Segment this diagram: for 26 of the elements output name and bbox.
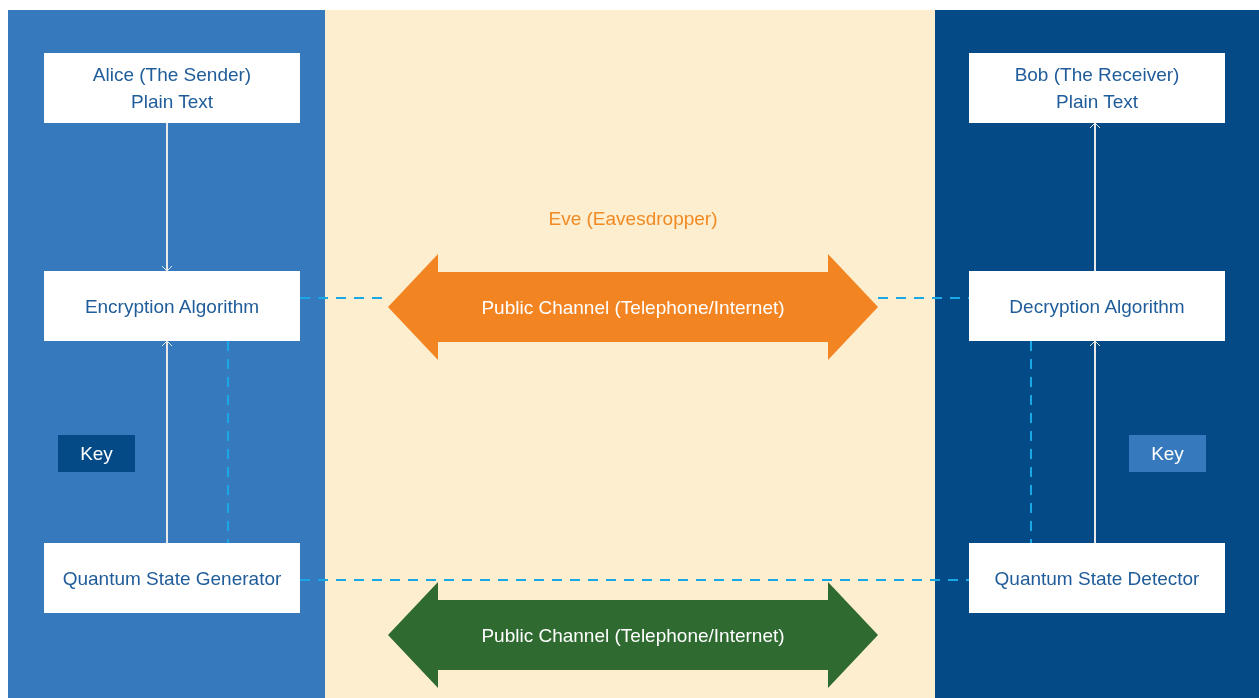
- channel-label: Public Channel (Telephone/Internet): [481, 623, 785, 648]
- key-tag: [1129, 435, 1206, 472]
- process-box: [969, 543, 1225, 613]
- box-label: Alice (The Sender) Plain Text: [91, 63, 253, 114]
- box-label: Bob (The Receiver) Plain Text: [1013, 63, 1181, 114]
- arrow: [161, 122, 173, 272]
- dashed-connector: [299, 579, 970, 581]
- box-label: Encryption Algorithm: [84, 294, 260, 319]
- channel-label: Public Channel (Telephone/Internet): [481, 295, 785, 320]
- dashed-connector: [227, 340, 229, 544]
- key-label: Key: [1151, 442, 1184, 466]
- key-label: Key: [80, 442, 113, 466]
- arrow: [1089, 340, 1101, 544]
- box-label: Decryption Algorithm: [1009, 294, 1185, 319]
- process-box: [969, 271, 1225, 341]
- process-box: [44, 543, 300, 613]
- eavesdropper-label: Eve (Eavesdropper): [547, 208, 719, 230]
- key-tag: [58, 435, 135, 472]
- process-box: [969, 53, 1225, 123]
- process-box: [44, 53, 300, 123]
- box-label: Quantum State Generator: [62, 566, 282, 591]
- box-label: Quantum State Detector: [994, 566, 1200, 591]
- process-box: [44, 271, 300, 341]
- arrow: [161, 340, 173, 544]
- dashed-connector: [1030, 340, 1032, 544]
- arrow: [1089, 122, 1101, 272]
